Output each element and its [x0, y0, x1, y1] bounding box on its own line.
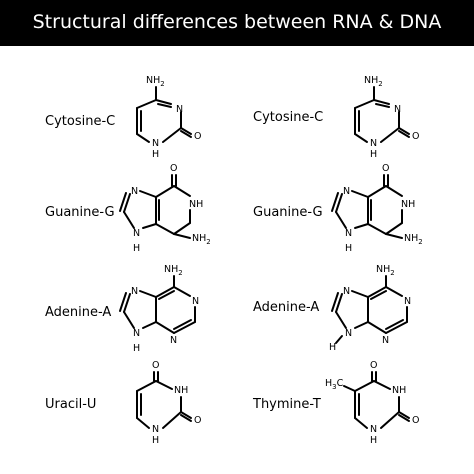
atom-label: H — [152, 149, 159, 160]
atom-label: NH — [401, 199, 415, 210]
atom-label: N — [192, 296, 199, 307]
atom-label: O — [194, 131, 201, 142]
atom-label: N — [176, 104, 183, 115]
atom-label: N — [152, 138, 159, 149]
atom-label: N — [152, 424, 159, 435]
dna-cytosine-structure: NH2 N O N H — [354, 75, 419, 160]
atom-label: NH — [189, 199, 203, 210]
atom-label: NH2 — [376, 264, 395, 277]
atom-label: N — [404, 296, 411, 307]
atom-label: N — [133, 328, 140, 339]
rna-adenine-structure: NH2 N N N N H — [119, 264, 199, 354]
atom-label: N — [345, 328, 352, 339]
atom-label: N — [382, 335, 389, 346]
dna-adenine-label: Adenine-A — [253, 300, 320, 315]
atom-label: N — [343, 186, 350, 197]
page-title: Structural differences between RNA & DNA — [32, 11, 442, 33]
atom-label: NH2 — [404, 233, 423, 246]
atom-label: O — [412, 415, 419, 426]
atom-label: O — [382, 163, 389, 174]
atom-label: H — [345, 243, 352, 254]
rna-cytosine-label: Cytosine-C — [45, 114, 116, 129]
rna-uracil-label: Uracil-U — [45, 397, 97, 412]
rna-cytosine-structure: NH2 N O N H — [136, 75, 201, 160]
atom-label: N — [343, 286, 350, 297]
rna-adenine-label: Adenine-A — [45, 305, 112, 320]
dna-guanine-label: Guanine-G — [253, 205, 323, 220]
atom-label: N — [394, 104, 401, 115]
atom-label: O — [152, 360, 159, 371]
rna-guanine-structure: N O NH NH2 N H — [119, 163, 211, 254]
atom-label: O — [412, 131, 419, 142]
atom-label: O — [370, 360, 377, 371]
dna-thymine-label: Thymine-T — [253, 397, 321, 412]
dna-cytosine-label: Cytosine-C — [253, 110, 324, 125]
atom-label: NH2 — [364, 75, 383, 88]
atom-label: O — [194, 415, 201, 426]
atom-label: NH2 — [146, 75, 165, 88]
atom-label: NH — [174, 385, 188, 396]
atom-label: N — [370, 424, 377, 435]
atom-label: NH2 — [164, 264, 183, 277]
atom-label: N — [133, 228, 140, 239]
dna-guanine-structure: N O NH NH2 N H — [331, 163, 423, 254]
atom-label: H — [370, 435, 377, 446]
atom-label: O — [170, 163, 177, 174]
atom-label: N — [170, 335, 177, 346]
atom-label: N — [131, 186, 138, 197]
rna-uracil-structure: O NH O N H — [136, 360, 201, 446]
atom-label: N — [345, 228, 352, 239]
atom-label: NH2 — [192, 233, 211, 246]
rna-guanine-label: Guanine-G — [45, 205, 115, 220]
title-bar: Structural differences between RNA & DNA — [0, 0, 474, 46]
atom-label: H — [152, 435, 159, 446]
atom-label: H — [370, 149, 377, 160]
atom-label: N — [370, 138, 377, 149]
methyl-group-label: H3C — [325, 378, 344, 391]
atom-label: H — [133, 343, 140, 354]
dna-adenine-structure: NH2 N N N N H — [329, 264, 411, 353]
atom-label: N — [131, 286, 138, 297]
atom-label: H — [133, 243, 140, 254]
atom-label: NH — [392, 385, 406, 396]
atom-label: H — [329, 342, 336, 353]
dna-thymine-structure: O NH O N H H3C — [325, 360, 419, 446]
